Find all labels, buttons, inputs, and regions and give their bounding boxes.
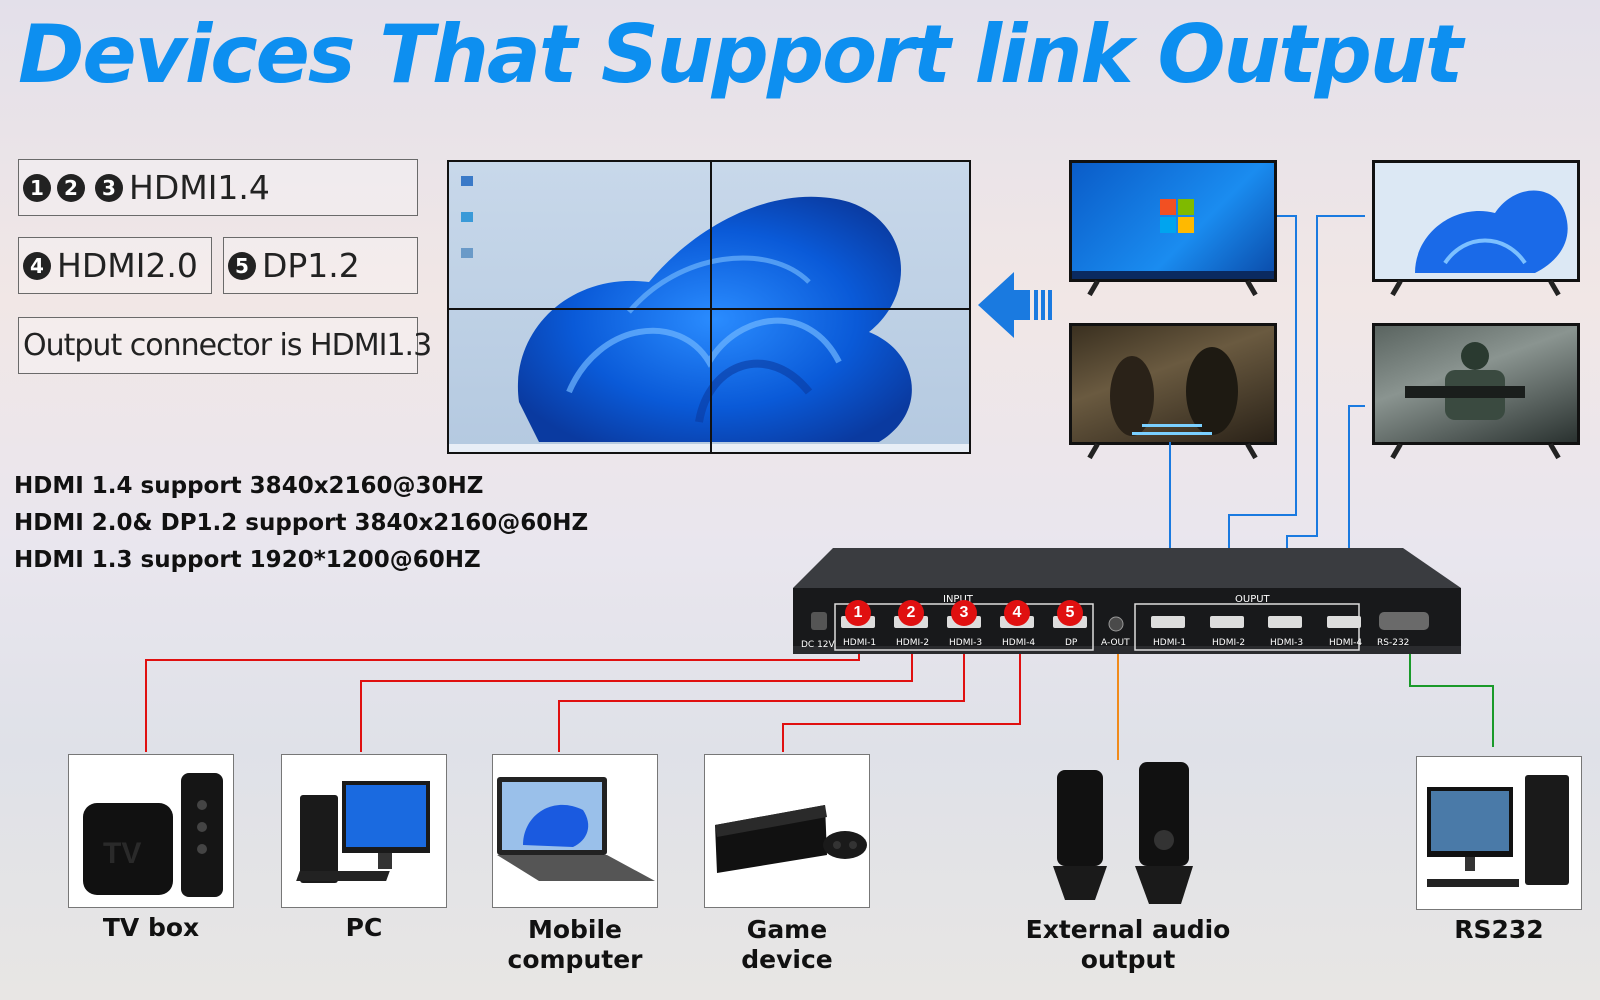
aout-label: A-OUT [1101, 638, 1130, 648]
input-header: INPUT [943, 594, 973, 605]
rs232-port-label: RS-232 [1377, 638, 1410, 648]
input-number-3: 3 [951, 600, 977, 626]
output-header: OUPUT [1235, 594, 1270, 605]
tv-box-icon: TV [83, 773, 223, 897]
badge-3: 3 [95, 173, 123, 202]
spec-dp12: 5 DP1.2 [223, 237, 418, 294]
input-number-4: 4 [1004, 600, 1030, 626]
output-port-label-3: HDMI-3 [1270, 638, 1304, 648]
badge-2: 2 [57, 173, 85, 202]
device-name: TV box [102, 913, 200, 942]
monitor-2 [1372, 160, 1580, 297]
badge-5: 5 [228, 251, 256, 280]
dc-label: DC 12V [801, 640, 835, 650]
input-port-label-4: HDMI-4 [1002, 638, 1036, 648]
input-number-5: 5 [1057, 600, 1083, 626]
device-name-line2: output [1080, 945, 1176, 974]
spec-hdmi20-label: HDMI2.0 [57, 246, 198, 285]
video-wall [447, 160, 971, 454]
device-name: PC [345, 913, 383, 942]
device-name: Mobile [527, 915, 623, 944]
arrow-left-icon [978, 272, 1052, 338]
device-card-tv-box: TV [68, 754, 234, 908]
pc-icon [296, 781, 430, 883]
output-port-3 [1268, 616, 1302, 628]
desktop-computer-icon [1427, 775, 1569, 887]
monitor-1 [1069, 160, 1277, 297]
spec-hdmi14: 1 2 3 HDMI1.4 [18, 159, 418, 216]
device-name: RS232 [1454, 915, 1544, 944]
badge-4: 4 [23, 251, 51, 280]
device-label-mobile-computer: Mobile computer [492, 915, 658, 975]
speakers-image [1045, 760, 1205, 908]
output-port-label-4: HDMI-4 [1329, 638, 1363, 648]
page-title: Devices That Support link Output [18, 8, 1463, 101]
support-line-3: HDMI 1.3 support 1920*1200@60HZ [14, 547, 481, 573]
device-label-pc: PC [281, 913, 447, 943]
badge-1: 1 [23, 173, 51, 202]
monitor-4 [1372, 323, 1580, 460]
windows-logo-icon [1072, 199, 1274, 279]
device-card-game-device [704, 754, 870, 908]
bloom-wallpaper [1415, 190, 1568, 273]
video-wall-image [449, 162, 969, 452]
device-name-line2: computer [507, 945, 643, 974]
game-scene [1405, 342, 1525, 420]
speaker-icon [1053, 762, 1193, 904]
matrix-switch-box: DC 12V INPUT OUPUT A-OUT RS-232 HDMI-1 H… [789, 548, 1465, 660]
output-port-label-1: HDMI-1 [1153, 638, 1187, 648]
device-card-rs232 [1416, 756, 1582, 910]
input-number-2: 2 [898, 600, 924, 626]
input-number-1: 1 [845, 600, 871, 626]
device-label-rs232: RS232 [1416, 915, 1582, 945]
spec-hdmi20: 4 HDMI2.0 [18, 237, 212, 294]
device-name-line2: device [741, 945, 833, 974]
spec-dp12-label: DP1.2 [262, 246, 360, 285]
device-label-tv-box: TV box [68, 913, 234, 943]
monitor-3 [1069, 323, 1277, 460]
spec-output: Output connector is HDMI1.3 [18, 317, 432, 374]
output-port-2 [1210, 616, 1244, 628]
output-port-4 [1327, 616, 1361, 628]
game-console-icon [715, 805, 867, 873]
input-port-label-2: HDMI-2 [896, 638, 930, 648]
support-line-2: HDMI 2.0& DP1.2 support 3840x2160@60HZ [14, 510, 589, 536]
svg-text:TV: TV [103, 837, 141, 870]
spec-hdmi14-label: HDMI1.4 [129, 168, 270, 207]
input-port-label-1: HDMI-1 [843, 638, 877, 648]
laptop-icon [497, 777, 655, 881]
device-card-pc [281, 754, 447, 908]
device-card-mobile-computer [492, 754, 658, 908]
device-name: External audio [1025, 915, 1231, 944]
input-port-label-3: HDMI-3 [949, 638, 983, 648]
support-line-1: HDMI 1.4 support 3840x2160@30HZ [14, 473, 484, 499]
device-label-external-audio: External audio output [1010, 915, 1246, 975]
output-port-1 [1151, 616, 1185, 628]
movie-scene [1110, 347, 1238, 436]
output-port-label-2: HDMI-2 [1212, 638, 1246, 648]
device-label-game-device: Game device [704, 915, 870, 975]
input-port-label-5: DP [1065, 638, 1078, 648]
device-name: Game [746, 915, 828, 944]
